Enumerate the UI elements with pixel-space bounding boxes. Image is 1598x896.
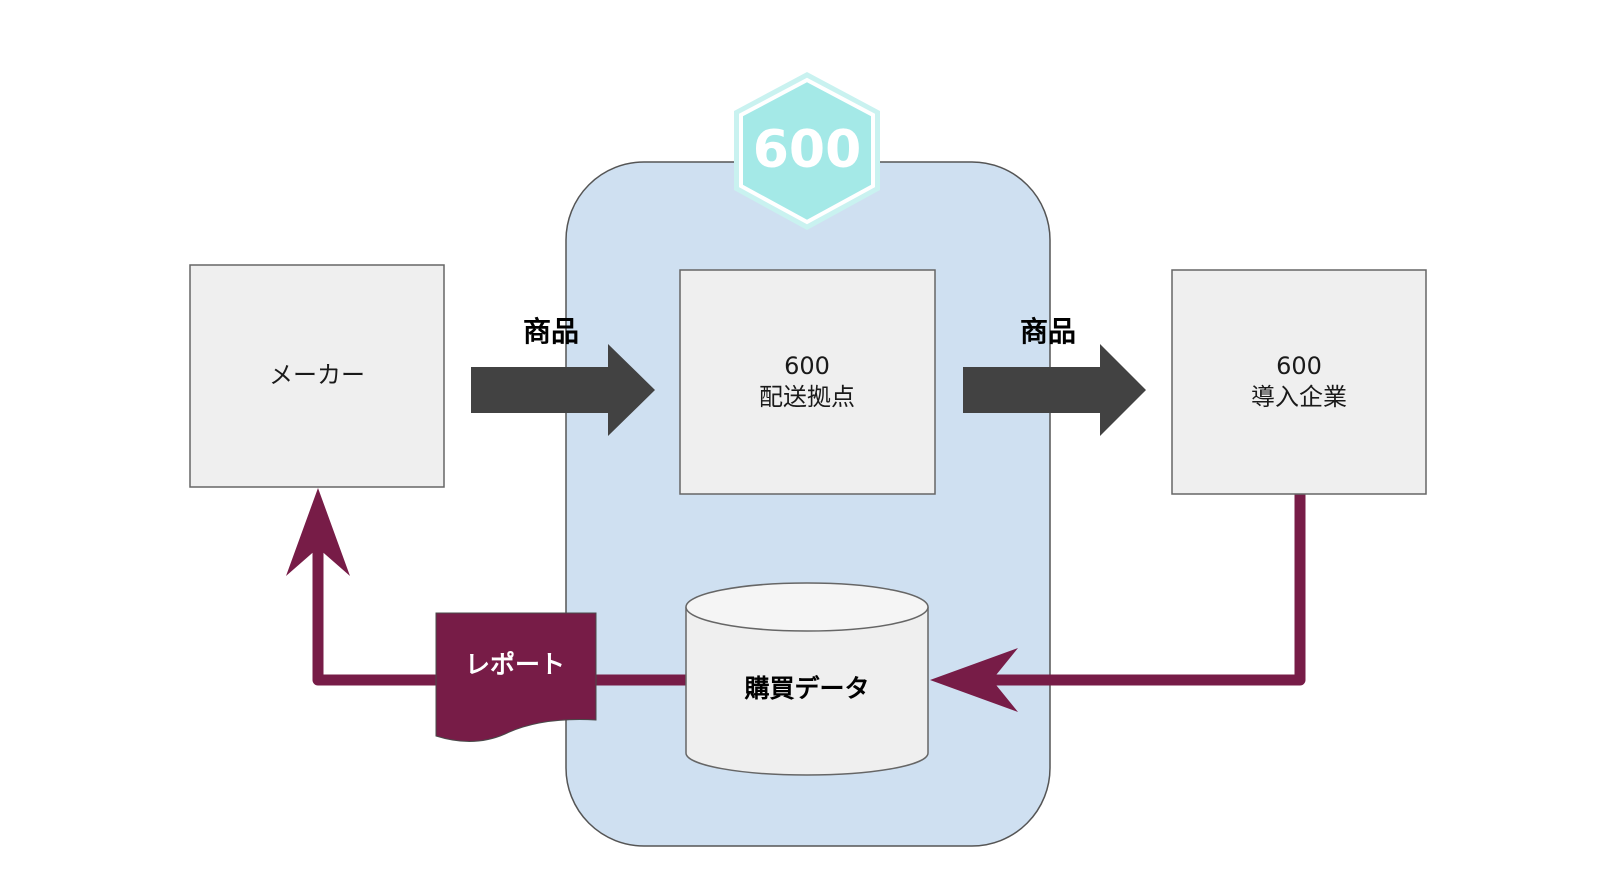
report-label: レポート — [465, 650, 565, 679]
badge-label: 600 — [753, 120, 862, 180]
database-node: 購買データ — [685, 582, 929, 776]
product-label-right: 商品 — [1020, 315, 1076, 348]
client-node: 600 導入企業 — [1171, 269, 1427, 495]
report-shape — [435, 612, 597, 742]
badge-hexagon — [739, 77, 875, 225]
database-top — [685, 582, 929, 632]
maker-node: メーカー — [189, 264, 445, 488]
client-label-line2: 導入企業 — [1251, 383, 1347, 411]
database-label: 購買データ — [744, 674, 869, 703]
feedback-line-client-to-db — [979, 489, 1306, 686]
product-label-left: 商品 — [523, 315, 579, 348]
hub-label-line1: 600 — [784, 352, 830, 380]
feedback-arrowhead-maker — [286, 488, 350, 576]
feedback-arrowhead-db — [930, 648, 1018, 712]
badge-600: 600 — [734, 72, 880, 230]
database-body — [685, 607, 929, 776]
report-node: レポート — [435, 612, 597, 742]
hub-label-line2: 配送拠点 — [759, 383, 855, 411]
product-arrow-left — [471, 344, 655, 436]
product-arrow-right — [963, 344, 1146, 436]
hub-node: 600 配送拠点 — [679, 269, 936, 495]
maker-label: メーカー — [269, 361, 365, 389]
client-label-line1: 600 — [1276, 352, 1322, 380]
